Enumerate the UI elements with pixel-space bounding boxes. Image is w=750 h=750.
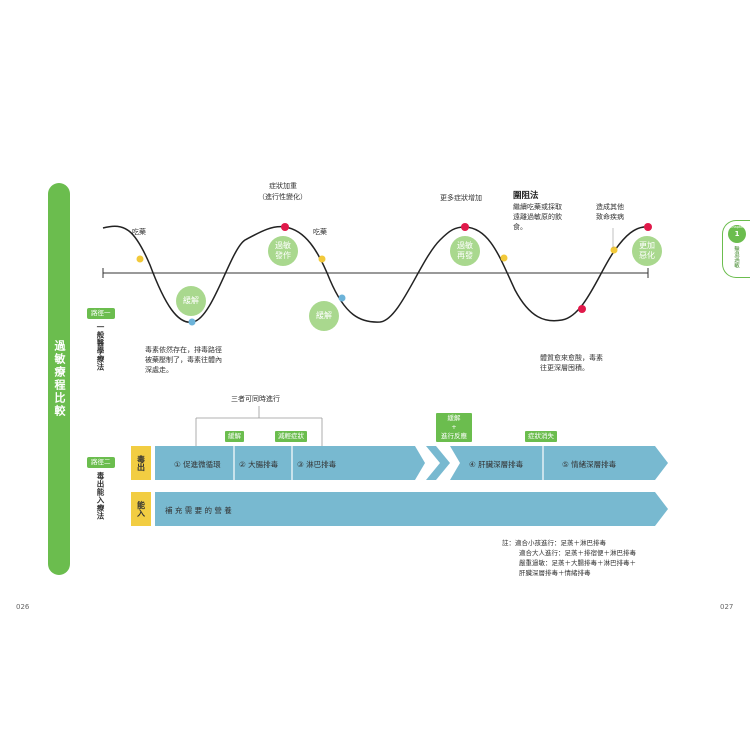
intake-arrow bbox=[155, 492, 668, 526]
final-peak-dot bbox=[644, 223, 652, 231]
intake-text: 補 充 需 要 的 營 養 bbox=[165, 506, 232, 515]
medicine-dot bbox=[500, 254, 508, 262]
stage-colon-detox: ② 大腸排毒 bbox=[239, 460, 279, 469]
toxin-note-line: 被藥壓制了，毒素往體內 bbox=[145, 356, 222, 364]
medicine-dot bbox=[318, 255, 326, 263]
detox-chevron bbox=[426, 446, 450, 480]
intake-label: 能入 bbox=[131, 492, 151, 526]
relief-bubble: 緩解 bbox=[176, 286, 206, 316]
deep-toxin-dot bbox=[578, 305, 586, 313]
detox-arrow-1 bbox=[155, 446, 425, 480]
worse-bubble: 更加惡化 bbox=[632, 236, 662, 266]
relief-tag: 緩解 bbox=[225, 431, 244, 442]
footnote-line: 註：適合小孩進行：足蒸＋淋巴排毒 bbox=[502, 539, 606, 547]
body-note-line: 往更深層囤積。 bbox=[540, 364, 589, 372]
body-note-line: 體質愈來愈酸，毒素 bbox=[540, 354, 603, 362]
reduce-symptoms-tag: 減輕症狀 bbox=[275, 431, 307, 442]
page-number-right: 027 bbox=[720, 603, 734, 611]
allergy-attack-bubble: 過敏發作 bbox=[268, 236, 298, 266]
chapter-text: 擊退過敏 bbox=[733, 246, 739, 268]
relief-bubble: 緩解 bbox=[309, 301, 339, 331]
reaction-tag: 緩解 + 進行反應 bbox=[436, 413, 472, 442]
allergy-relapse-bubble: 過敏再發 bbox=[450, 236, 480, 266]
chapter-tab: Chapter 1 擊退過敏 bbox=[722, 220, 750, 278]
path1-tag: 路徑一 bbox=[87, 308, 115, 319]
surround-method-line: 繼續吃藥或採取 bbox=[513, 203, 562, 211]
sidebar-title: 過敏療程比較 bbox=[53, 340, 66, 418]
chapter-badge: Chapter 1 bbox=[728, 225, 746, 243]
medicine-dot bbox=[136, 255, 144, 263]
stage-lymph-detox: ③ 淋巴排毒 bbox=[297, 460, 337, 469]
path1-label: 一般醫學療法 bbox=[96, 323, 105, 371]
symptoms-gone-tag: 症狀消失 bbox=[525, 431, 557, 442]
more-symptoms-label: 更多症狀增加 bbox=[440, 194, 482, 202]
path2-tag: 路徑二 bbox=[87, 457, 115, 468]
simultaneous-label: 三者可同時進行 bbox=[231, 395, 280, 403]
take-medicine-label: 吃藥 bbox=[132, 228, 146, 236]
footnote-line: 嚴重過敏：足蒸＋大腸排毒＋淋巴排毒＋ bbox=[519, 559, 636, 567]
stage-microcirculation: ① 促進微循環 bbox=[174, 460, 221, 469]
progressive-change-label: （進行性變化） bbox=[258, 193, 307, 201]
symptom-peak-dot bbox=[461, 223, 469, 231]
footnote-line: 肝臟深層排毒＋情緒排毒 bbox=[519, 569, 591, 577]
toxin-note-line: 深處走。 bbox=[145, 366, 173, 374]
toxin-note-line: 毒素依然存在，排毒路徑 bbox=[145, 346, 222, 354]
path2-label: 毒出能入療法 bbox=[96, 472, 105, 520]
footnote-line: 適合大人進行：足蒸＋排宿便＋淋巴排毒 bbox=[519, 549, 636, 557]
other-disease-label: 致命疾病 bbox=[596, 213, 624, 221]
surround-method-line: 遠離過敏原的飲 bbox=[513, 213, 562, 221]
sidebar-bar bbox=[48, 183, 70, 575]
other-disease-label: 造成其他 bbox=[596, 203, 624, 211]
symptom-peak-dot bbox=[281, 223, 289, 231]
relief-dot bbox=[338, 294, 346, 302]
stage-emotion-detox: ⑤ 情緒深層排毒 bbox=[562, 460, 617, 469]
page-number-left: 026 bbox=[16, 603, 30, 611]
stage-liver-detox: ④ 肝臟深層排毒 bbox=[469, 460, 524, 469]
medicine-dot bbox=[610, 246, 618, 254]
take-medicine-label: 吃藥 bbox=[313, 228, 327, 236]
symptoms-worse-label: 症狀加重 bbox=[269, 182, 297, 190]
surround-method-title: 圍阻法 bbox=[513, 191, 539, 201]
detox-label: 毒出 bbox=[131, 446, 151, 480]
surround-method-line: 食。 bbox=[513, 223, 527, 231]
relief-dot bbox=[188, 318, 196, 326]
detox-arrow-2 bbox=[450, 446, 668, 480]
